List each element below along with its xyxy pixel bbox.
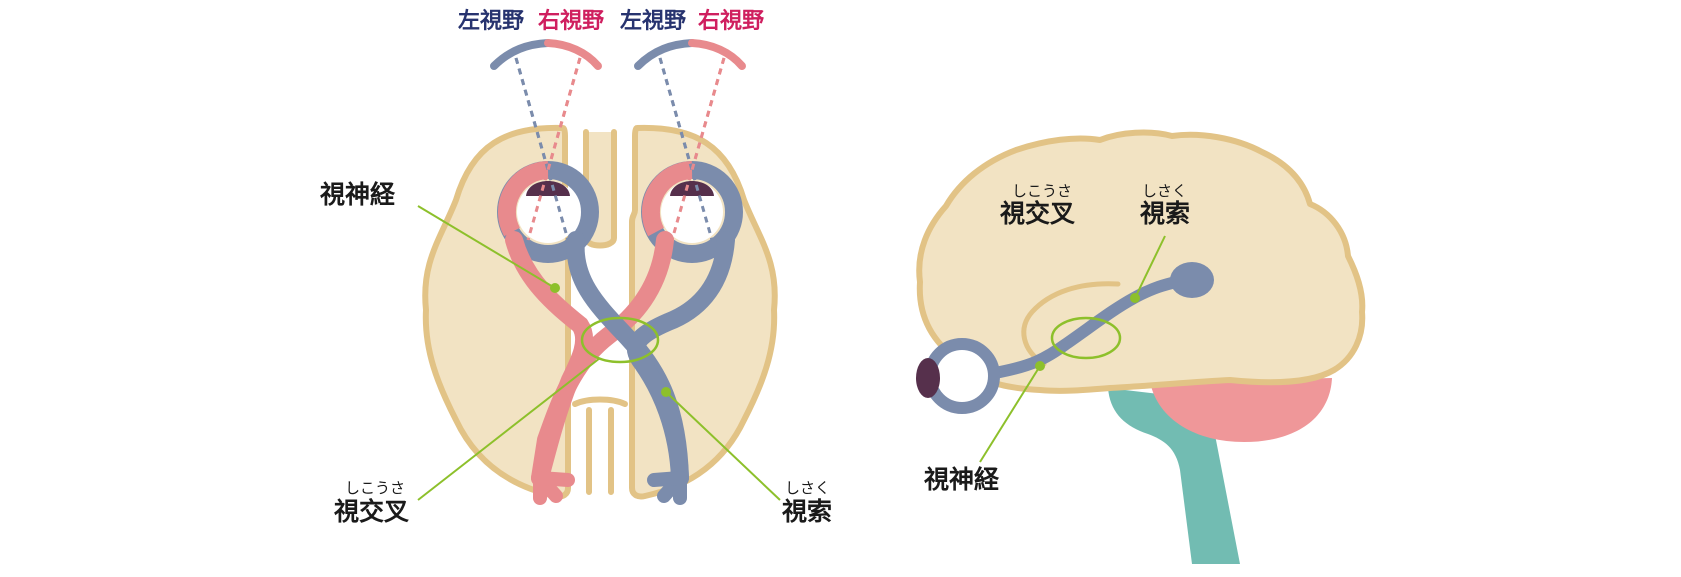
- left-eye: [497, 57, 599, 263]
- side-view-brain-figure: しこうさ 視交叉 しさく 視索 視神経: [916, 129, 1366, 564]
- leader-optic-nerve: [417, 205, 556, 289]
- right-eye-pupil: [670, 181, 714, 196]
- leader-optic-tract-dot: [661, 387, 671, 397]
- cerebellum: [1150, 378, 1332, 442]
- right-eye: [641, 57, 743, 263]
- temporal-crease: [1021, 281, 1121, 367]
- leader-optic-tract-side-dot: [1130, 293, 1140, 303]
- label-optic-chiasm-top: 視交叉: [334, 497, 409, 526]
- cerebrum: [916, 129, 1366, 394]
- top-view-brain-figure: 左視野 右視野 左視野 右視野 視神経 しこうさ 視交叉 しさく 視索: [320, 8, 832, 526]
- left-eye-field-right-arc: [544, 39, 602, 70]
- label-left-field-2: 左視野: [620, 8, 686, 34]
- label-left-field-1: 左視野: [458, 8, 524, 34]
- ruby-optic-chiasm-top: しこうさ: [345, 479, 405, 497]
- label-right-field-2: 右視野: [698, 9, 764, 34]
- optic-pathway-side: [994, 274, 1190, 378]
- left-eye-pupil: [526, 181, 570, 196]
- leader-optic-nerve-side: [979, 365, 1041, 463]
- fissure-bottom: [572, 396, 628, 407]
- fissure-bottom-line: [586, 407, 614, 495]
- chiasm-highlight-top: [580, 316, 660, 364]
- side-eye: [916, 338, 1000, 414]
- leader-optic-tract-side: [1134, 235, 1166, 299]
- blue-terminal: [647, 471, 687, 505]
- label-right-field-1: 右視野: [538, 9, 604, 34]
- label-optic-chiasm-side: 視交叉: [1000, 199, 1075, 228]
- label-optic-tract-top: 視索: [782, 497, 832, 526]
- leader-optic-tract: [665, 391, 781, 501]
- label-optic-tract-side: 視索: [1140, 199, 1190, 228]
- leader-optic-chiasm: [417, 357, 601, 501]
- ruby-optic-tract-side: しさく: [1142, 182, 1187, 200]
- chiasm-highlight-side: [1050, 316, 1122, 360]
- lateral-geniculate-body: [1170, 262, 1214, 298]
- leader-optic-nerve-side-dot: [1035, 361, 1045, 371]
- pink-pathway-left-eye: [505, 231, 594, 487]
- right-eye-field-left-arc: [634, 39, 696, 70]
- right-eye-field-right-arc: [688, 39, 746, 70]
- ruby-optic-tract-top: しさく: [785, 479, 830, 497]
- label-optic-nerve-side: 視神経: [924, 465, 1000, 494]
- ruby-optic-chiasm-side: しこうさ: [1012, 182, 1072, 200]
- label-optic-nerve-top: 視神経: [320, 180, 396, 209]
- pink-terminal: [533, 471, 575, 505]
- side-eye-pupil: [916, 358, 940, 398]
- blue-pathway-right-eye: [627, 231, 735, 487]
- left-eye-field-left-arc: [490, 39, 552, 70]
- leader-optic-nerve-dot: [550, 283, 560, 293]
